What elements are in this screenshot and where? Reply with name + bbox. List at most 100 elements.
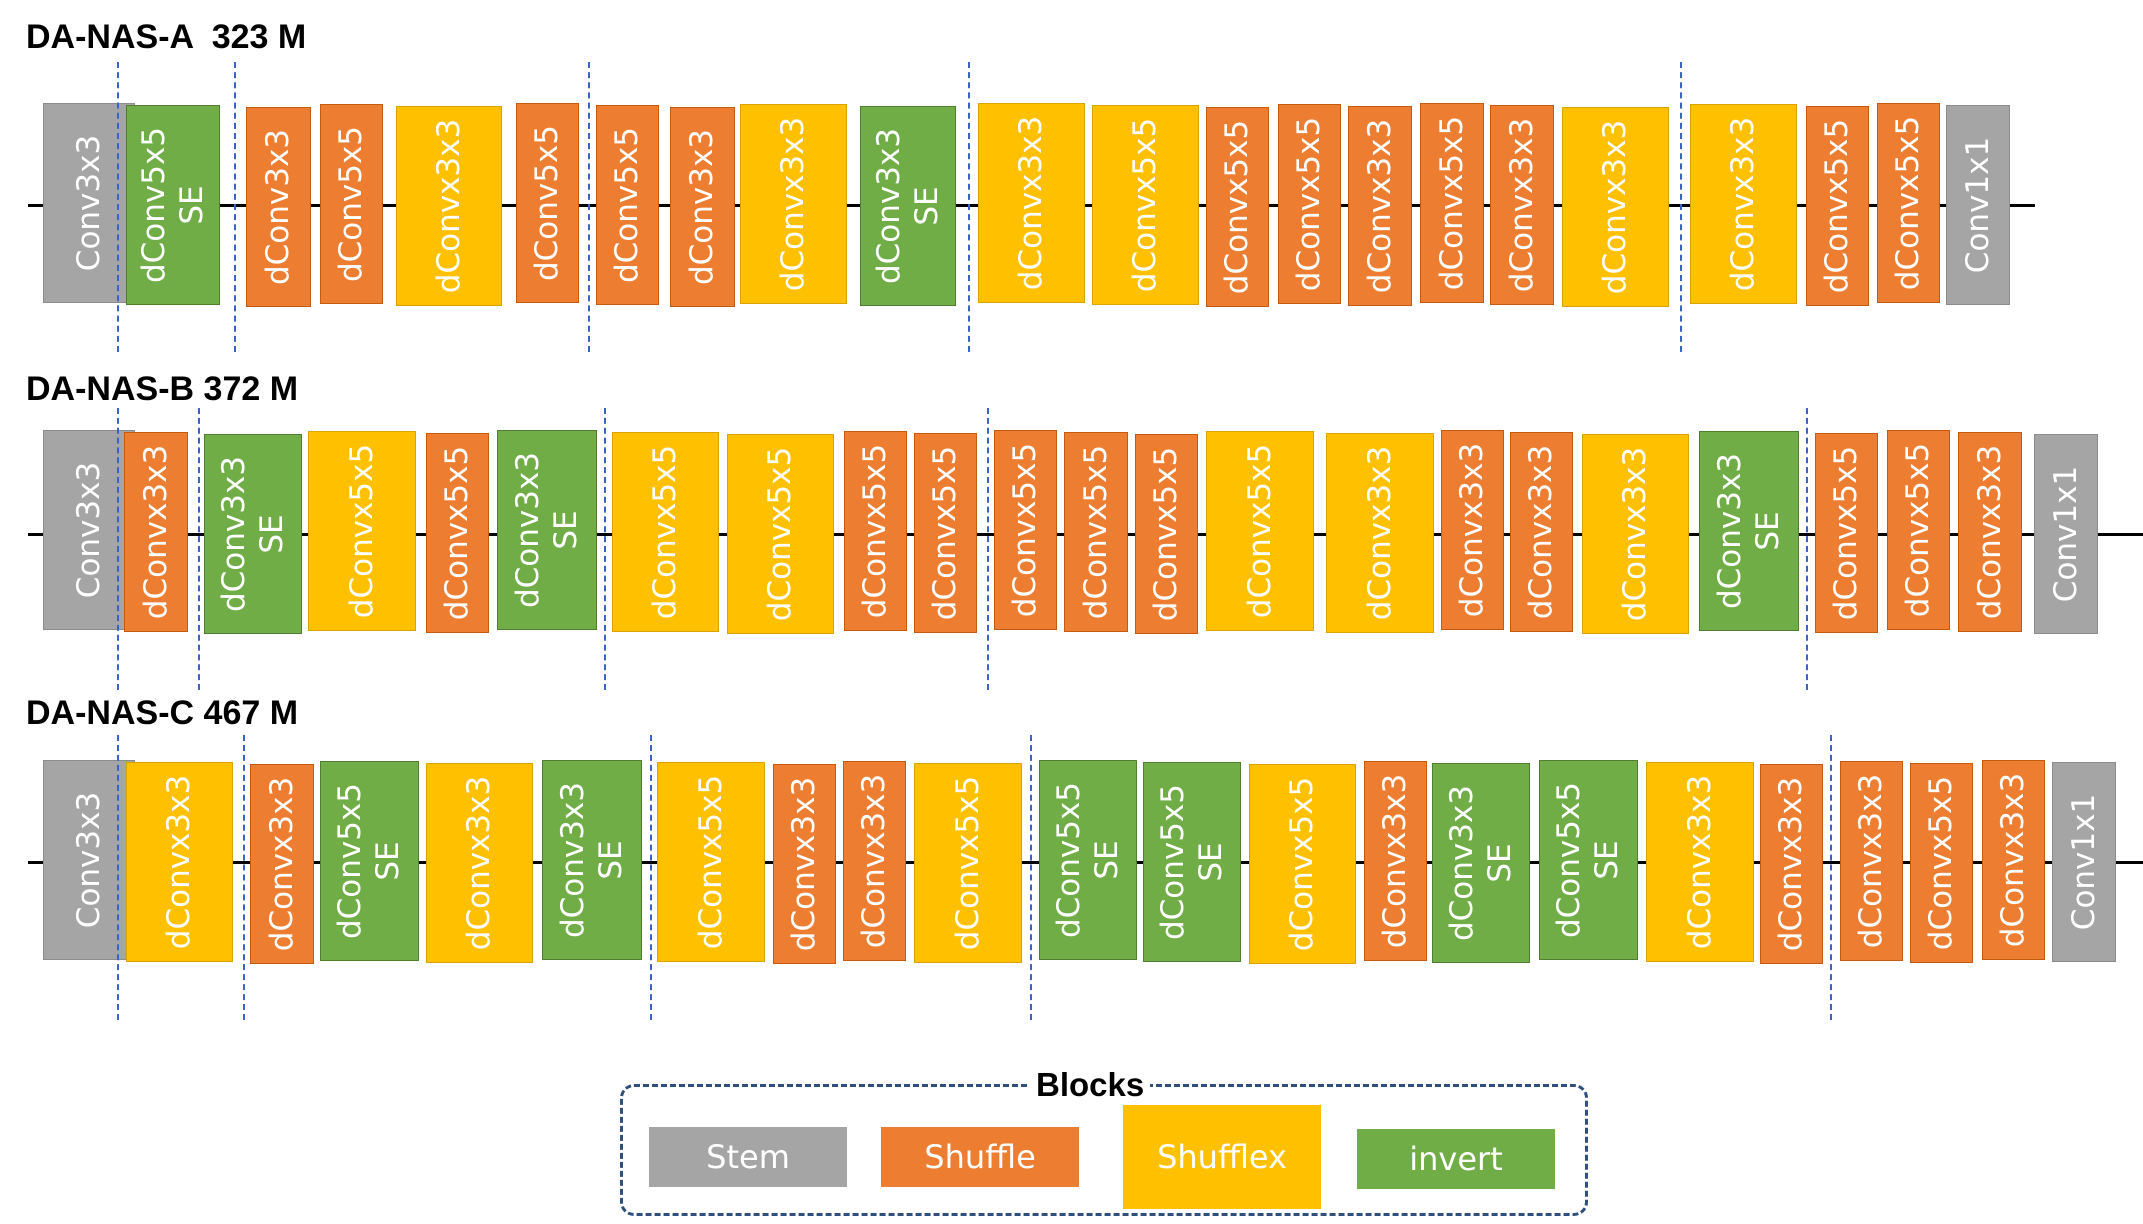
block-label: Conv3x3 [70, 792, 108, 928]
block-label: dConvx5x5 [692, 775, 730, 949]
op-name: dConv3x3 [555, 781, 592, 939]
se-tag: SE [1750, 511, 1787, 551]
shufflex-block: dConvx3x3 [1582, 434, 1689, 634]
block-label: dConvx5x5 [1828, 446, 1866, 620]
shuffle-block: dConvx5x5 [1278, 104, 1341, 304]
shufflex-block: dConvx3x3 [396, 106, 502, 306]
se-tag: SE [1589, 840, 1626, 880]
op-name: Conv1x1 [2048, 465, 2084, 603]
op-name: Conv3x3 [71, 461, 107, 599]
op-name: dConvx3x3 [1995, 772, 2032, 948]
op-name: dConvx3x3 [786, 776, 823, 952]
se-tag: SE [254, 514, 291, 554]
op-name: dConvx5x5 [762, 446, 799, 622]
shuffle-block: dConvx3x3 [1982, 760, 2045, 960]
shufflex-block: dConvx3x3 [1326, 433, 1434, 633]
op-name: dConvx3x3 [1853, 773, 1890, 949]
shuffle-block: dConvx5x5 [1135, 434, 1198, 634]
se-tag: SE [1193, 842, 1230, 882]
block-label: dConvx5x5 [1900, 443, 1938, 617]
op-name: Conv1x1 [2066, 793, 2102, 931]
block-label: dConvx5x5 [1923, 776, 1961, 950]
op-name: dConvx5x5 [1828, 445, 1865, 621]
shuffle-block: dConv5x5 [596, 105, 659, 305]
stage-separator [234, 62, 236, 352]
block-label: dConvx5x5 [1148, 447, 1186, 621]
op-name: dConvx5x5 [693, 774, 730, 950]
shuffle-block: dConvx5x5 [1877, 103, 1940, 303]
legend-shufflex: Shufflex [1122, 1104, 1322, 1210]
op-name: dConvx5x5 [1900, 442, 1937, 618]
shufflex-block: dConvx5x5 [308, 431, 416, 631]
legend-invert: invert [1356, 1128, 1556, 1190]
legend-title: Blocks [1030, 1066, 1151, 1104]
shuffle-block: dConvx5x5 [1064, 432, 1128, 632]
shuffle-block: dConvx3x3 [1840, 761, 1903, 961]
block-label: dConvx5x5 [1284, 777, 1322, 951]
shufflex-block: dConvx5x5 [914, 763, 1022, 963]
shuffle-block: dConvx5x5 [1206, 107, 1269, 307]
shuffle-block: dConvx3x3 [1958, 432, 2022, 632]
block-label: dConvx5x5 [1077, 445, 1115, 619]
op-name: dConvx5x5 [950, 775, 987, 951]
stage-separator [243, 735, 245, 1020]
block-label: dConvx3x3 [161, 775, 199, 949]
op-name: dConvx3x3 [161, 774, 198, 950]
op-name: dConvx3x3 [1454, 442, 1491, 618]
block-label: dConvx3x3 [1971, 445, 2009, 619]
op-name: dConvx5x5 [927, 445, 964, 621]
shuffle-block: dConv5x5 [516, 103, 579, 303]
shufflex-block: dConvx5x5 [1206, 431, 1314, 631]
op-name: dConv5x5 [1051, 781, 1088, 939]
block-label: dConvx5x5 [1007, 443, 1045, 617]
op-name: dConvx5x5 [1148, 446, 1185, 622]
legend-shuffle: Shuffle [880, 1126, 1080, 1188]
shuffle-block: dConvx3x3 [843, 761, 906, 961]
stage-separator [650, 735, 652, 1020]
op-name: dConv3x3 [1444, 784, 1481, 942]
block-label: dConvx3x3 [1853, 774, 1891, 948]
shuffle-block: dConvx3x3 [773, 764, 836, 964]
stem-block: Conv1x1 [2034, 434, 2098, 634]
shuffle-block: dConvx3x3 [1441, 430, 1504, 630]
shufflex-block: dConvx5x5 [1249, 764, 1356, 964]
op-name: dConvx5x5 [1284, 776, 1321, 952]
row-title: DA-NAS-A 323 M [26, 18, 307, 56]
shuffle-block: dConvx3x3 [1364, 761, 1427, 961]
op-name: dConvx3x3 [1773, 776, 1810, 952]
shuffle-block: dConvx3x3 [1510, 432, 1573, 632]
stem-block: Conv3x3 [43, 430, 135, 630]
block-label: dConvx5x5 [647, 445, 685, 619]
stage-separator [117, 735, 119, 1020]
shuffle-block: dConv3x3 [246, 107, 311, 307]
op-name: dConvx5x5 [344, 443, 381, 619]
block-label: dConvx3x3 [786, 777, 824, 951]
op-name: dConvx3x3 [461, 775, 498, 951]
shuffle-block: dConv5x5 [320, 104, 383, 304]
op-name: dConv3x3 [216, 455, 253, 613]
op-name: dConvx3x3 [1362, 445, 1399, 621]
shuffle-block: dConvx3x3 [1348, 106, 1412, 306]
block-label: dConvx3x3 [1523, 445, 1561, 619]
shuffle-block: dConvx5x5 [426, 433, 489, 633]
se-tag: SE [370, 841, 407, 881]
op-name: dConvx3x3 [856, 773, 893, 949]
shuffle-block: dConvx3x3 [124, 432, 188, 632]
